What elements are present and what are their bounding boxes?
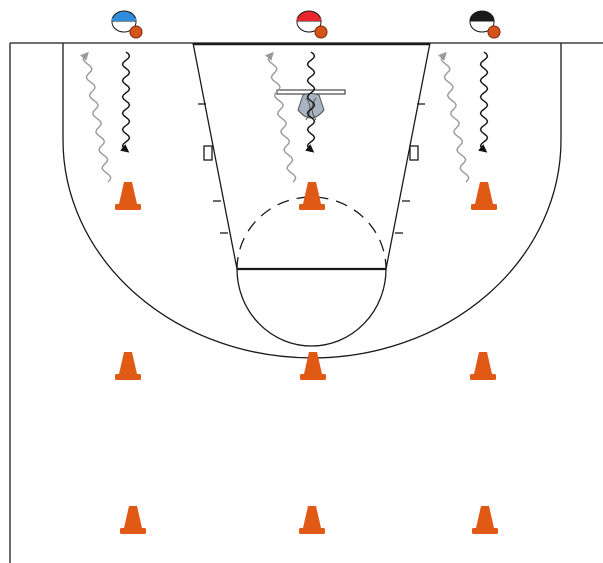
cone-icon xyxy=(300,352,326,380)
cone-icon xyxy=(115,352,141,380)
cone-icon xyxy=(472,506,498,534)
players xyxy=(111,10,501,39)
lane-hash-marks xyxy=(198,103,425,234)
cones xyxy=(115,182,498,534)
cone-icon xyxy=(120,506,146,534)
player-icon-right xyxy=(469,10,501,39)
cut-path xyxy=(265,51,297,183)
free-throw-circle-bottom xyxy=(236,268,387,347)
dribble-path xyxy=(478,51,489,153)
cone-icon xyxy=(299,506,325,534)
basketball-icon xyxy=(297,93,325,121)
cut-path xyxy=(80,51,112,183)
cone-icon xyxy=(115,182,141,210)
movement-paths xyxy=(80,51,489,183)
court-lines xyxy=(9,42,603,563)
dribble-path xyxy=(120,51,131,153)
cut-path xyxy=(438,51,470,183)
cone-icon xyxy=(299,182,325,210)
player-icon-left xyxy=(111,10,143,39)
cone-icon xyxy=(471,182,497,210)
player-icon-center xyxy=(296,10,328,39)
dribble-path xyxy=(305,51,316,153)
cone-icon xyxy=(470,352,496,380)
lane-lines xyxy=(192,42,431,270)
